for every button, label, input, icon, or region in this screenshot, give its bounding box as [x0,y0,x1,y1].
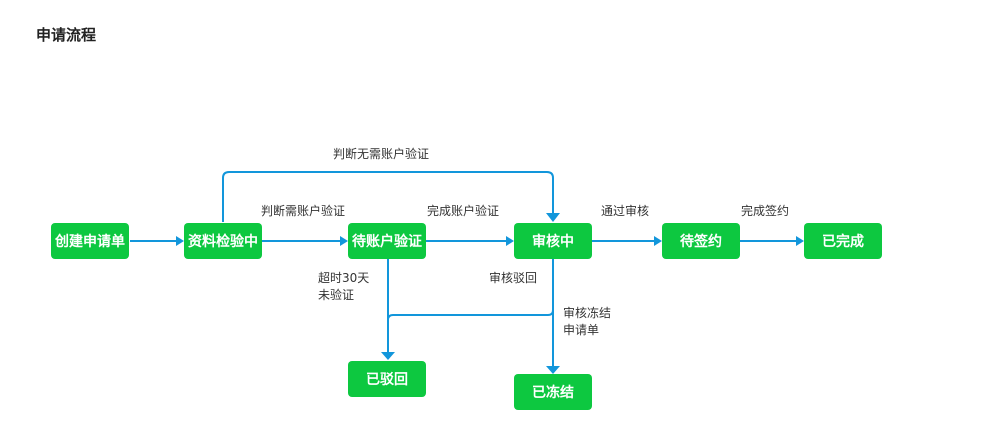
edge-label-freeze-line2: 申请单 [563,323,600,337]
node-done[interactable]: 已完成 [804,223,882,259]
node-review[interactable]: 审核中 [514,223,592,259]
arrowhead [796,236,804,246]
page-title: 申请流程 [36,26,97,44]
edge-label-timeout-line1: 超时30天 [318,271,370,285]
arrowhead [546,213,560,222]
node-verify[interactable]: 待账户验证 [348,223,426,259]
arrowhead [546,366,560,374]
edge-label-approved: 通过审核 [601,204,650,218]
node-rejected[interactable]: 已驳回 [348,361,426,397]
arrowhead [654,236,662,246]
edge-label-no-verify: 判断无需账户验证 [333,147,430,161]
edge-label-need-verify: 判断需账户验证 [261,204,346,218]
edge-label-signed: 完成签约 [741,204,790,218]
edge-label-verified: 完成账户验证 [427,204,500,218]
arrowhead [381,352,395,360]
edge-review-rejected [387,309,554,321]
edge-label-freeze: 审核冻结 申请单 [563,305,611,339]
edge-check-review-bypass [222,171,554,222]
edge-label-freeze-line1: 审核冻结 [563,306,612,320]
edge-label-timeout-line2: 未验证 [318,288,355,302]
node-check[interactable]: 资料检验中 [184,223,262,259]
node-sign[interactable]: 待签约 [662,223,740,259]
arrowhead [340,236,348,246]
edge-label-timeout: 超时30天 未验证 [318,270,369,304]
node-frozen[interactable]: 已冻结 [514,374,592,410]
edge-label-review-reject: 审核驳回 [489,271,538,285]
node-create[interactable]: 创建申请单 [51,223,129,259]
arrowhead [176,236,184,246]
arrowhead [506,236,514,246]
